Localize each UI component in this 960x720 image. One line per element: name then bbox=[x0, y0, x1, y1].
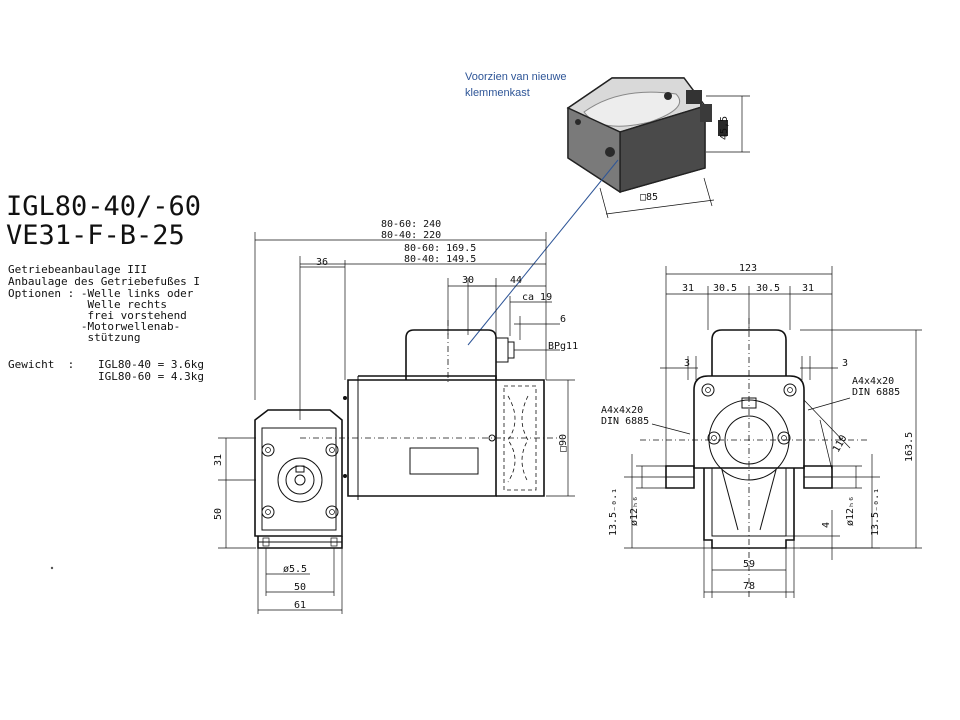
spec-line: -Motorwellenab- bbox=[8, 320, 180, 333]
model-title-line2: VE31-F-B-25 bbox=[6, 220, 185, 251]
model-title-line1: IGL80-40/-60 bbox=[6, 191, 201, 222]
tolerance-right: 13.5₋₀.₁ bbox=[870, 488, 881, 536]
dim-3-left: 3 bbox=[684, 358, 690, 369]
dim-44: 44 bbox=[510, 275, 522, 286]
annotation-line2: klemmenkast bbox=[465, 87, 530, 99]
dim-110: 110 bbox=[831, 433, 850, 454]
dim-31-a: 31 bbox=[682, 283, 694, 294]
spec-line: Optionen : -Welle links oder bbox=[8, 287, 194, 300]
dim-31-b: 31 bbox=[802, 283, 814, 294]
annotation-height-dim: 45,5 bbox=[719, 116, 730, 140]
dim-50-side: 50 bbox=[213, 508, 224, 520]
front-view: 123 31 30.5 30.5 31 3 3 bbox=[601, 263, 922, 600]
dim-36: 36 bbox=[316, 257, 328, 268]
dim-50-bottom: 50 bbox=[294, 582, 306, 593]
dim-length-60: 80-60: 240 bbox=[381, 219, 441, 230]
key-label-right-2: DIN 6885 bbox=[852, 387, 900, 398]
spec-line: stützung bbox=[8, 331, 140, 344]
dim-sub-60: 80-60: 169.5 bbox=[404, 243, 476, 254]
dim-sub-40: 80-40: 149.5 bbox=[404, 254, 476, 265]
shaft-diameter-left: ø12ₕ₆ bbox=[629, 496, 640, 526]
shaft-diameter-right: ø12ₕ₆ bbox=[845, 496, 856, 526]
dim-61-bottom: 61 bbox=[294, 600, 306, 611]
weight-label: Gewicht : bbox=[8, 358, 74, 371]
dim-4: 4 bbox=[821, 522, 832, 528]
cable-gland-label: BPg11 bbox=[548, 341, 578, 352]
key-label-left-1: A4x4x20 bbox=[601, 405, 643, 416]
dim-6: 6 bbox=[560, 314, 566, 325]
key-label-left-2: DIN 6885 bbox=[601, 416, 649, 427]
dim-30-5-a: 30.5 bbox=[713, 283, 737, 294]
spec-line: Anbaulage des Getriebefußes I bbox=[8, 275, 200, 288]
weight-line: IGL80-40 = 3.6kg bbox=[98, 358, 204, 371]
spec-line: Getriebeanbaulage III bbox=[8, 263, 147, 276]
dim-59: 59 bbox=[743, 559, 755, 570]
dim-ca19: ca 19 bbox=[522, 292, 552, 303]
dim-length-40: 80-40: 220 bbox=[381, 230, 441, 241]
dim-30-5-b: 30.5 bbox=[756, 283, 780, 294]
annotation-line1: Voorzien van nieuwe bbox=[465, 71, 567, 83]
dim-123: 123 bbox=[739, 263, 757, 274]
terminal-box-annotation: Voorzien van nieuwe klemmenkast 45,5 □85 bbox=[465, 71, 750, 346]
terminal-box-image bbox=[566, 77, 728, 194]
spec-line: frei vorstehend bbox=[8, 309, 187, 322]
dim-78: 78 bbox=[743, 581, 755, 592]
spec-line: Welle rechts bbox=[8, 298, 167, 311]
tolerance-left: 13.5₋₀.₁ bbox=[608, 488, 619, 536]
spec-block: Getriebeanbaulage III Anbaulage des Getr… bbox=[8, 263, 204, 383]
hole-diameter: ø5.5 bbox=[283, 564, 307, 575]
weight-line: IGL80-60 = 4.3kg bbox=[98, 370, 204, 383]
dim-163-5: 163.5 bbox=[904, 432, 915, 462]
annotation-width-dim: □85 bbox=[640, 192, 658, 203]
dim-31-side: 31 bbox=[213, 454, 224, 466]
dim-90: □90 bbox=[558, 434, 569, 452]
dim-3-right: 3 bbox=[842, 358, 848, 369]
key-label-right-1: A4x4x20 bbox=[852, 376, 894, 387]
side-view: 80-60: 240 80-40: 220 80-60: 169.5 80-40… bbox=[50, 219, 578, 614]
